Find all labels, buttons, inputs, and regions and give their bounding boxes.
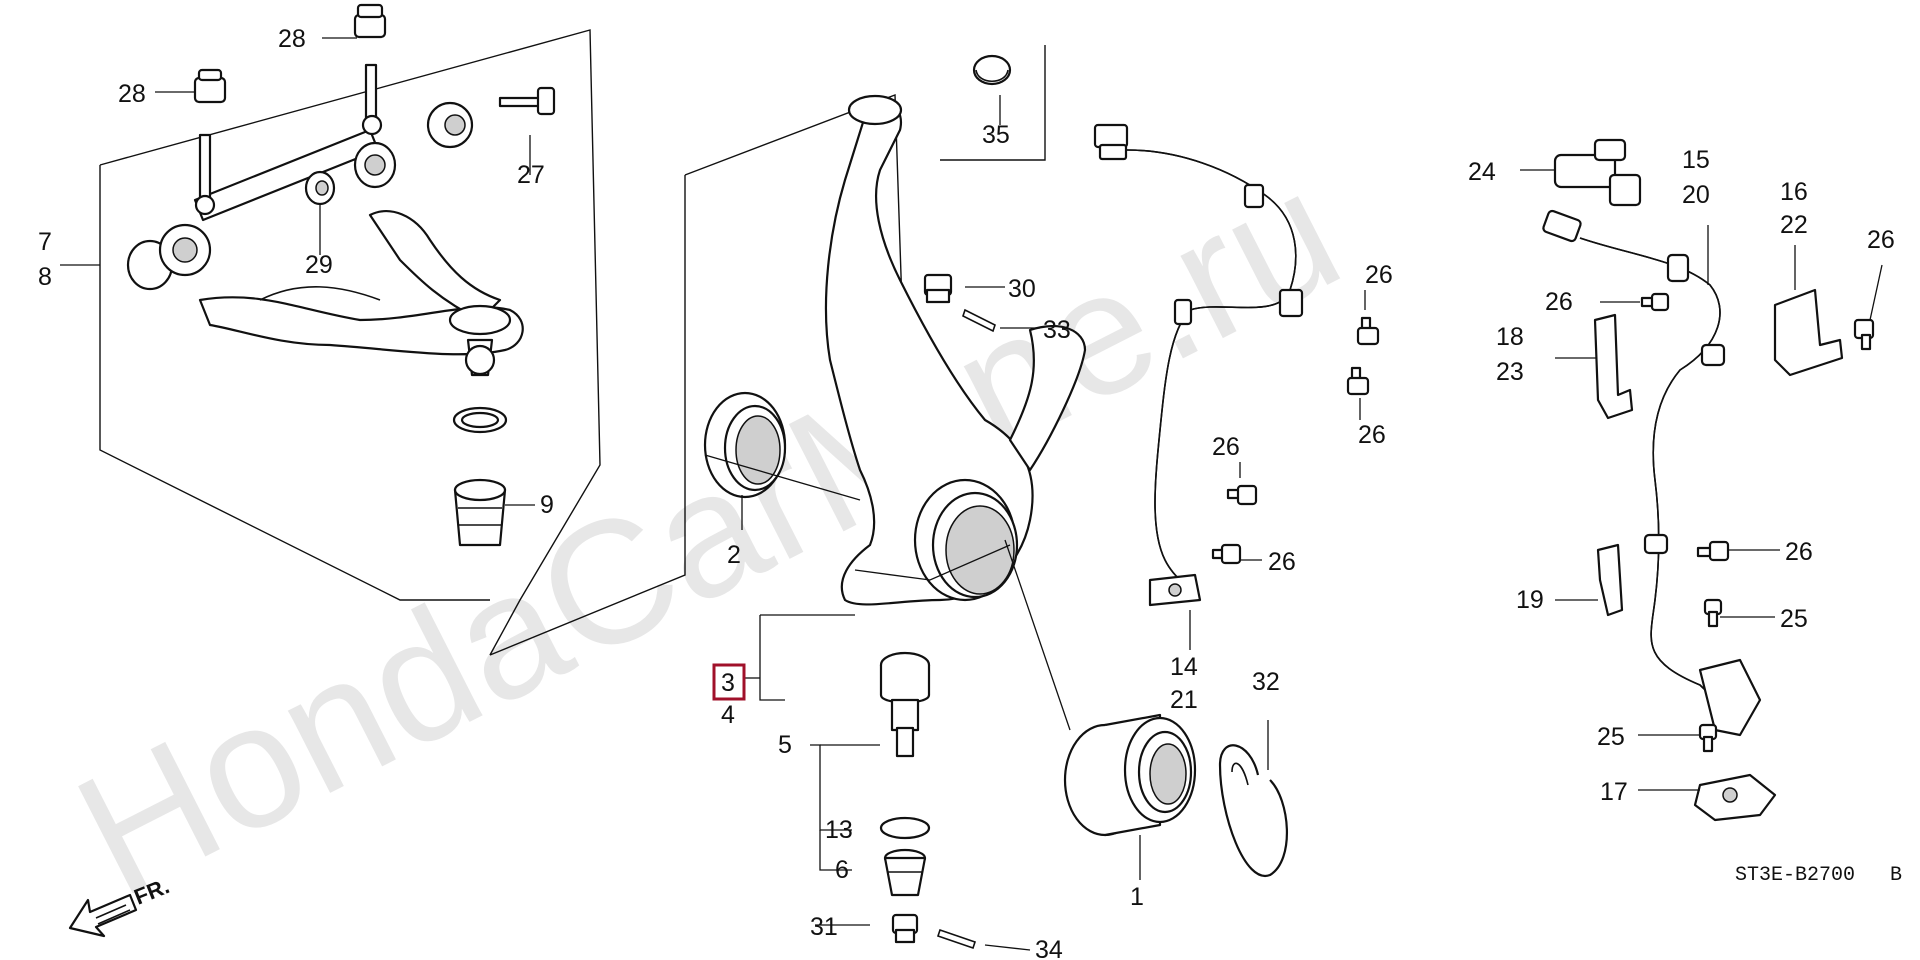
castle-nut-30 [923, 273, 953, 304]
diagram-reference-suffix: B [1890, 864, 1902, 887]
bracket-16 [1773, 288, 1844, 377]
circlip-32 [1218, 744, 1289, 878]
knuckle-body [824, 97, 1034, 606]
boot-9 [453, 478, 507, 547]
callout-15[interactable]: 15 [1682, 146, 1710, 174]
bolt-26-c [1226, 484, 1258, 506]
cap-35 [972, 54, 1012, 86]
bolt-26-e [1640, 292, 1670, 312]
callout-6[interactable]: 6 [835, 856, 849, 884]
callout-21[interactable]: 21 [1170, 686, 1198, 714]
callout-25-a[interactable]: 25 [1780, 605, 1808, 633]
callout-26-f[interactable]: 26 [1867, 226, 1895, 254]
callout-1[interactable]: 1 [1130, 883, 1144, 911]
callout-3[interactable]: 3 [721, 669, 735, 697]
callout-25-b[interactable]: 25 [1597, 723, 1625, 751]
bolt-26-b [1346, 366, 1370, 396]
sensor-group-right [1520, 138, 1883, 822]
bolt-25-b [1698, 723, 1718, 753]
bushing-right [353, 101, 474, 189]
callout-13[interactable]: 13 [825, 816, 853, 844]
upper-arm-group [60, 3, 601, 656]
callout-33[interactable]: 33 [1043, 316, 1071, 344]
callout-29[interactable]: 29 [305, 251, 333, 279]
bushing-left [126, 223, 212, 291]
selected-callout-highlight [712, 663, 746, 701]
callout-8[interactable]: 8 [38, 263, 52, 291]
callout-17[interactable]: 17 [1600, 778, 1628, 806]
callout-32[interactable]: 32 [1252, 668, 1280, 696]
nut-28-left [193, 68, 227, 104]
callout-7[interactable]: 7 [38, 228, 52, 256]
callout-34[interactable]: 34 [1035, 936, 1063, 960]
castle-nut-31 [891, 913, 919, 944]
callout-24[interactable]: 24 [1468, 158, 1496, 186]
bolt-25-a [1703, 598, 1723, 628]
cotter-pin-34 [936, 928, 977, 950]
callouts: 1 2 3 4 5 6 7 8 9 13 14 15 16 17 18 19 2… [38, 25, 1895, 960]
callout-19[interactable]: 19 [1516, 586, 1544, 614]
bracket-18 [1593, 313, 1634, 420]
callout-22[interactable]: 22 [1780, 211, 1808, 239]
callout-26-g[interactable]: 26 [1785, 538, 1813, 566]
diagram-reference-code: ST3E-B2700 [1735, 864, 1855, 887]
bolt-27 [498, 86, 556, 116]
sensor-head-right [1698, 658, 1762, 737]
callout-31[interactable]: 31 [810, 913, 838, 941]
callout-18[interactable]: 18 [1496, 323, 1524, 351]
bolt-26-d [1211, 543, 1242, 565]
callout-16[interactable]: 16 [1780, 178, 1808, 206]
nut-28-top [353, 3, 387, 39]
callout-30[interactable]: 30 [1008, 275, 1036, 303]
callout-14[interactable]: 14 [1170, 653, 1198, 681]
callout-26-b[interactable]: 26 [1358, 421, 1386, 449]
callout-27[interactable]: 27 [517, 161, 545, 189]
cotter-pin-33 [962, 308, 996, 333]
bolt-26-f [1853, 318, 1875, 351]
snap-ring-13 [879, 816, 931, 840]
knuckle-group [489, 45, 1289, 951]
callout-5[interactable]: 5 [778, 731, 792, 759]
hub-bearing-1 [1063, 713, 1197, 837]
sensor-group-center [1093, 123, 1380, 650]
callout-28-b[interactable]: 28 [118, 80, 146, 108]
bolt-26-g [1696, 540, 1730, 562]
callout-9[interactable]: 9 [540, 491, 554, 519]
sensor-connector [1093, 123, 1129, 149]
callout-35[interactable]: 35 [982, 121, 1010, 149]
callout-23[interactable]: 23 [1496, 358, 1524, 386]
bracket-19 [1596, 543, 1624, 617]
ball-joint-5 [879, 651, 931, 758]
boot-6 [883, 848, 927, 897]
callout-26-a[interactable]: 26 [1365, 261, 1393, 289]
clip-24 [1553, 138, 1642, 207]
callout-20[interactable]: 20 [1682, 181, 1710, 209]
upper-arm [198, 296, 524, 356]
dust-seal-2 [703, 391, 787, 499]
callout-26-e[interactable]: 26 [1545, 288, 1573, 316]
callout-2[interactable]: 2 [727, 541, 741, 569]
callout-26-d[interactable]: 26 [1268, 548, 1296, 576]
callout-4[interactable]: 4 [721, 701, 735, 729]
callout-28-a[interactable]: 28 [278, 25, 306, 53]
bolt-26-a [1356, 316, 1380, 346]
callout-26-c[interactable]: 26 [1212, 433, 1240, 461]
